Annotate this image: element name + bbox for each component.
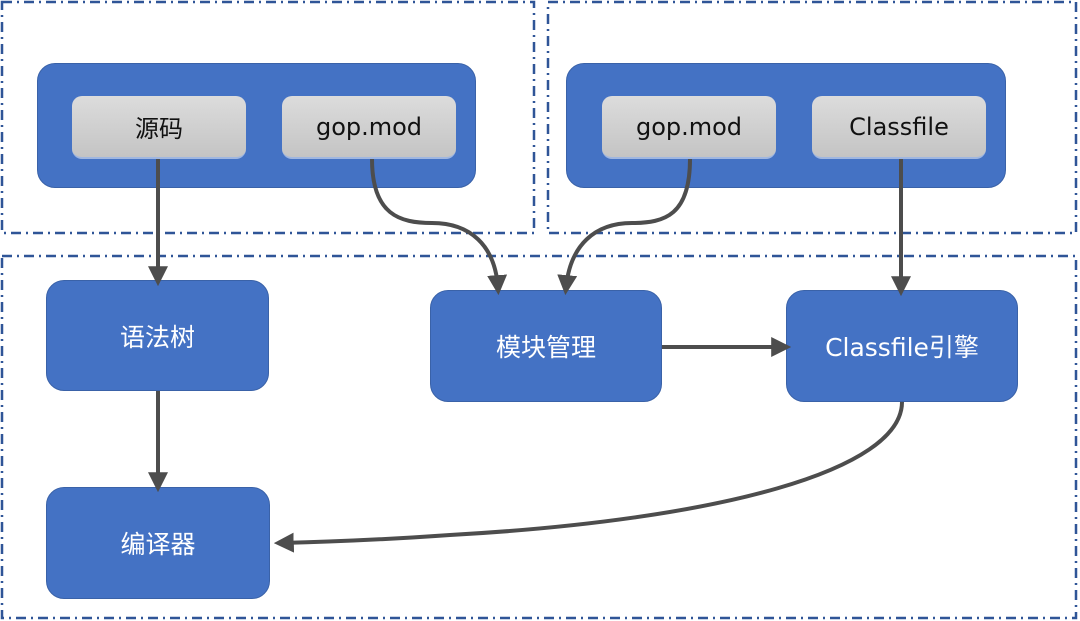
classfile-chip[interactable]: Classfile xyxy=(812,96,986,159)
compiler-node[interactable]: 编译器 xyxy=(46,487,270,599)
compiler-label: 编译器 xyxy=(120,530,196,559)
deps-gopmod-chip[interactable]: gop.mod xyxy=(602,96,776,159)
source-code-chip[interactable]: 源码 xyxy=(72,96,246,159)
module-mgmt-node[interactable]: 模块管理 xyxy=(430,290,662,402)
classfile-label: Classfile xyxy=(849,112,949,141)
module-mgmt-label: 模块管理 xyxy=(495,333,596,362)
deps-gopmod-label: gop.mod xyxy=(635,112,743,141)
deps-region-border xyxy=(546,0,1078,235)
classfile-engine-label: Classfile引擎 xyxy=(825,333,979,362)
ast-label: 语法树 xyxy=(119,322,195,352)
source-gopmod-label: gop.mod xyxy=(315,112,423,141)
classfile-engine-node[interactable]: Classfile引擎 xyxy=(786,290,1018,402)
compile-region-border xyxy=(0,254,1078,620)
source-region-border xyxy=(0,0,536,235)
source-code-label: 源码 xyxy=(135,115,183,143)
source-gopmod-chip[interactable]: gop.mod xyxy=(282,96,456,159)
ast-node[interactable]: 语法树 xyxy=(46,280,269,391)
